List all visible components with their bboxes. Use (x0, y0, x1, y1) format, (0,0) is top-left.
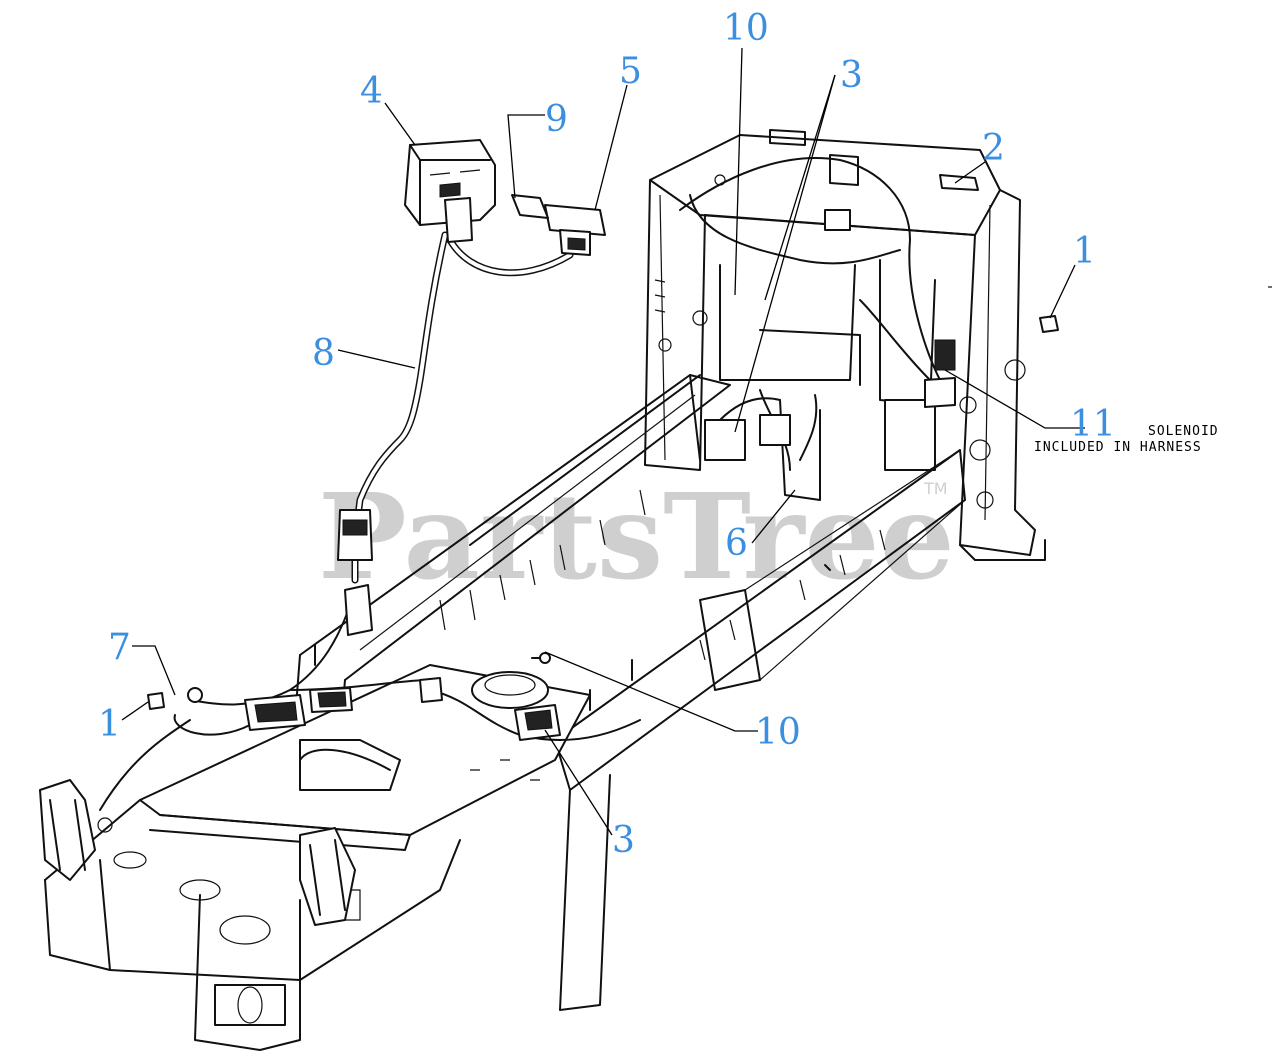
main-frame-rails (294, 374, 966, 1011)
callout-10-bottom: 10 (755, 712, 801, 753)
watermark-trademark: TM (923, 479, 948, 498)
callout-9: 9 (545, 99, 568, 140)
callout-3-top: 3 (840, 55, 863, 96)
front-right-bracket (299, 827, 356, 926)
harness-connectors (244, 209, 956, 741)
switch-bracket (511, 194, 549, 219)
note-included-in-harness: INCLUDED IN HARNESS (1034, 440, 1202, 455)
callout-3-bottom: 3 (612, 820, 635, 861)
key-switch-module (404, 139, 496, 243)
callout-5: 5 (619, 51, 642, 92)
callout-8: 8 (312, 333, 335, 374)
callout-1-top: 1 (1073, 231, 1096, 272)
callout-10-top: 10 (723, 8, 769, 49)
callouts: 1 2 3 4 5 6 8 9 10 11 7 1 10 3 (98, 8, 1116, 861)
callout-6: 6 (725, 523, 748, 564)
fasteners (147, 315, 1059, 711)
front-left-bracket (39, 779, 113, 881)
callout-2: 2 (982, 128, 1005, 169)
watermark: PartsTree (318, 467, 955, 606)
callout-4: 4 (360, 71, 383, 112)
callout-7: 7 (108, 627, 131, 668)
callout-11: 11 (1070, 404, 1116, 445)
front-subframe (44, 664, 591, 1051)
note-solenoid: SOLENOID (1148, 424, 1219, 439)
leader-lines (121, 47, 1085, 836)
callout-1-bottom: 1 (98, 704, 121, 745)
switch-component (544, 204, 606, 256)
